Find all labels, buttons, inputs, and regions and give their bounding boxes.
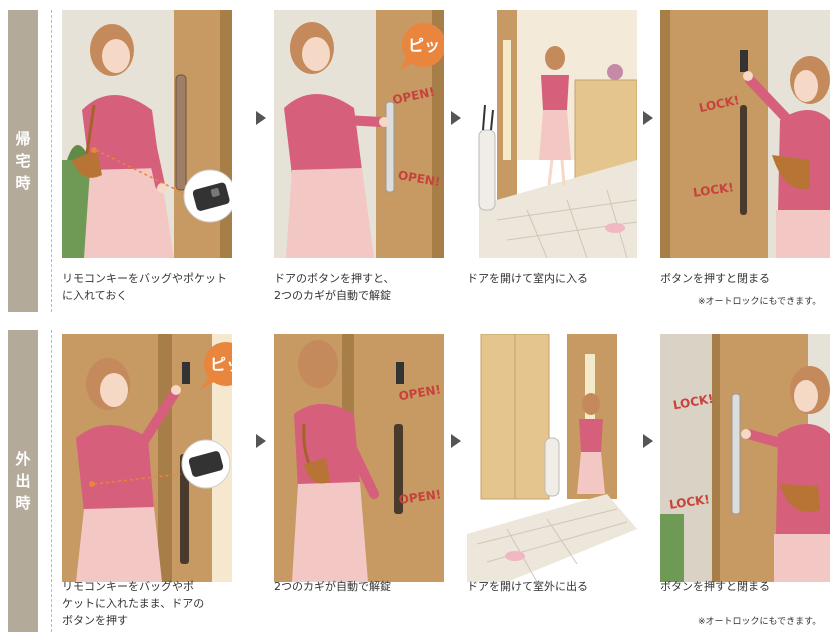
step-illustration-return-2: ピッ OPEN! OPEN! (274, 10, 444, 258)
section-label-return: 帰 宅 時 (8, 10, 38, 312)
beep-label: ピッ (210, 355, 232, 374)
step-illustration-leave-3 (467, 334, 637, 582)
section-label-char: 外 (15, 450, 31, 468)
step-illustration-return-1 (62, 10, 232, 258)
caption-line: リモコンキーをバッグやポ (62, 580, 194, 593)
section-divider (51, 10, 52, 312)
step-caption-leave-3: ドアを開けて室外に出る (467, 578, 657, 595)
step-caption-return-1: リモコンキーをバッグやポケット に入れておく (62, 270, 252, 304)
step-arrow (643, 111, 653, 125)
step-arrow (643, 434, 653, 448)
caption-line: ドアを開けて室外に出る (467, 580, 588, 593)
step-caption-return-3: ドアを開けて室内に入る (467, 270, 657, 287)
caption-line: ボタンを押す (62, 614, 128, 627)
step-illustration-return-4: LOCK! LOCK! (660, 10, 830, 258)
step-illustration-return-3 (467, 10, 637, 258)
lock-label: LOCK! (668, 492, 711, 512)
lock-label: LOCK! (692, 180, 735, 200)
step-caption-leave-2: 2つのカギが自動で解錠 (274, 578, 464, 595)
step-illustration-leave-2: OPEN! OPEN! (274, 334, 444, 582)
step-illustration-leave-4: LOCK! LOCK! (660, 334, 830, 582)
section-label-leave: 外 出 時 (8, 330, 38, 632)
caption-line: ドアを開けて室内に入る (467, 272, 588, 285)
step-arrow (451, 434, 461, 448)
step-caption-return-2: ドアのボタンを押すと、 2つのカギが自動で解錠 (274, 270, 464, 304)
section-label-char: 時 (15, 494, 31, 512)
section-label-char: 時 (15, 174, 31, 192)
section-divider (51, 330, 52, 632)
autolock-note-return: ※オートロックにもできます。 (698, 297, 822, 307)
caption-line: ドアのボタンを押すと、 (274, 272, 395, 285)
caption-line: ボタンを押すと閉まる (660, 580, 770, 593)
open-label: OPEN! (398, 487, 442, 507)
caption-line: リモコンキーをバッグやポケット (62, 272, 227, 285)
step-caption-leave-4: ボタンを押すと閉まる (660, 578, 840, 595)
caption-line: ボタンを押すと閉まる (660, 272, 770, 285)
step-arrow (256, 434, 266, 448)
step-arrow (256, 111, 266, 125)
step-illustration-leave-1: ピッ (62, 334, 232, 582)
section-label-char: 出 (15, 472, 31, 490)
autolock-note-leave: ※オートロックにもできます。 (698, 617, 822, 627)
caption-line: に入れておく (62, 289, 128, 302)
section-label-char: 帰 (15, 130, 31, 148)
step-arrow (451, 111, 461, 125)
caption-line: 2つのカギが自動で解錠 (274, 580, 391, 593)
caption-line: 2つのカギが自動で解錠 (274, 289, 391, 302)
section-label-char: 宅 (15, 152, 31, 170)
caption-line: ケットに入れたまま、ドアの (62, 597, 205, 610)
step-caption-leave-1: リモコンキーをバッグやポ ケットに入れたまま、ドアの ボタンを押す (62, 578, 252, 629)
step-caption-return-4: ボタンを押すと閉まる (660, 270, 840, 287)
beep-label: ピッ (408, 36, 440, 55)
